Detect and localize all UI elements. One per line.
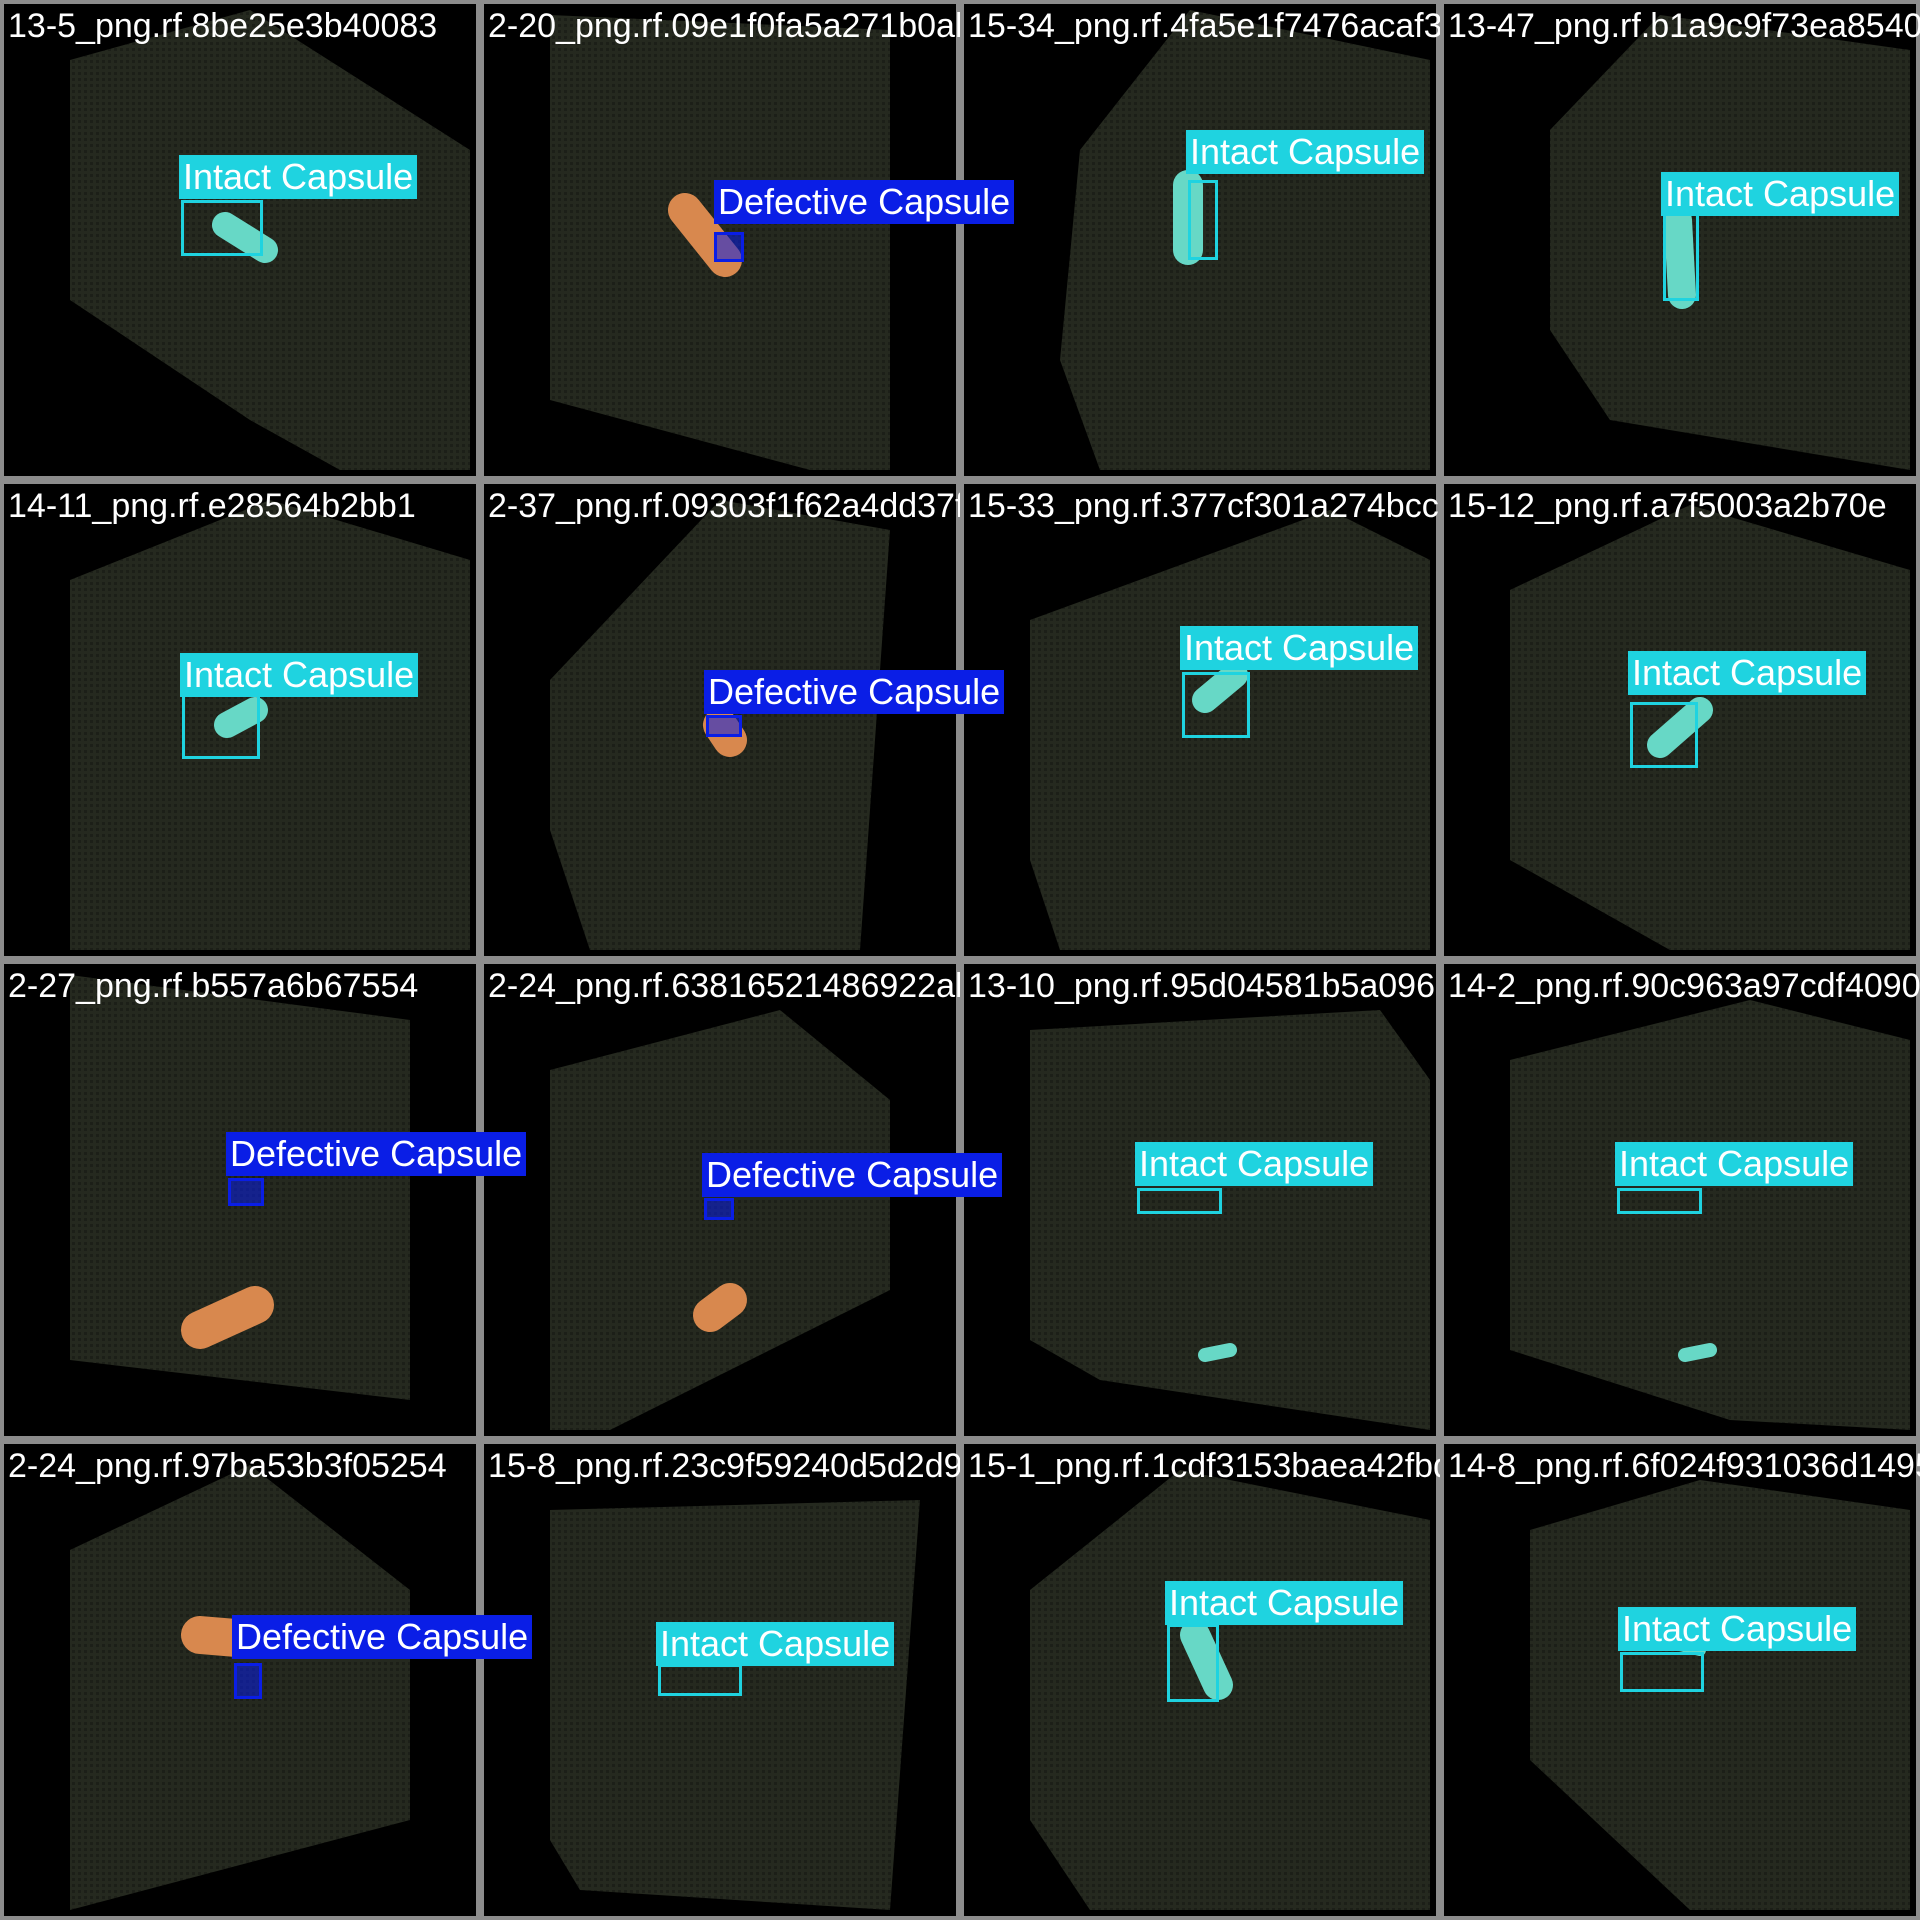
tile-photo [1030,1470,1430,1910]
fabric-background [1510,505,1910,950]
tile-filename: 15-33_png.rf.377cf301a274bcce9a4 [968,487,1440,525]
fabric-background [550,1500,920,1910]
bounding-box[interactable] [228,1178,264,1206]
tile-filename: 15-8_png.rf.23c9f59240d5d2d9436 [488,1447,960,1485]
fabric-background [1550,15,1910,470]
tile-filename: 15-34_png.rf.4fa5e1f7476acaf3e9b85 [968,7,1440,45]
tile-filename: 2-27_png.rf.b557a6b67554 [8,967,419,1005]
bounding-box[interactable] [706,715,742,737]
tile-filename: 14-2_png.rf.90c963a97cdf4090b [1448,967,1920,1005]
intact-capsule-object [1180,1620,1233,1700]
tile-photo [1030,1010,1430,1430]
tile-photo [70,500,470,950]
tile-photo [1550,15,1910,470]
tile-filename: 2-37_png.rf.09303f1f62a4dd37f1a59 [488,487,960,525]
tile-photo [70,10,470,470]
class-label: Intact Capsule [1628,651,1867,695]
class-label: Defective Capsule [232,1615,533,1659]
fabric-background [1530,1480,1910,1910]
intact-capsule-object [212,212,278,263]
fabric-background [1030,510,1430,950]
class-label: Intact Capsule [1615,1142,1854,1186]
tile-filename: 14-11_png.rf.e28564b2bb1 [8,487,416,525]
class-label: Intact Capsule [1165,1581,1404,1625]
image-tile[interactable]: 13-5_png.rf.8be25e3b40083 [0,0,480,480]
fabric-background [550,1010,890,1430]
tile-photo [1510,505,1910,950]
tile-filename: 2-24_png.rf.97ba53b3f05254 [8,1447,447,1485]
class-label: Defective Capsule [704,670,1005,714]
bounding-box[interactable] [1167,1624,1219,1702]
tile-photo [1030,510,1430,950]
bounding-box[interactable] [658,1664,742,1696]
class-label: Intact Capsule [180,653,419,697]
class-label: Intact Capsule [1135,1142,1374,1186]
image-tile[interactable]: 2-37_png.rf.09303f1f62a4dd37f1a59 [480,480,960,960]
image-tile[interactable]: 15-1_png.rf.1cdf3153baea42fbd [960,1440,1440,1920]
class-label: Defective Capsule [702,1153,1003,1197]
tile-filename: 15-12_png.rf.a7f5003a2b70e [1448,487,1887,525]
class-label: Intact Capsule [656,1622,895,1666]
class-label: Intact Capsule [179,155,418,199]
fabric-background [1030,1010,1430,1430]
class-label: Intact Capsule [1186,130,1425,174]
bounding-box[interactable] [1663,213,1699,301]
bounding-box[interactable] [1182,672,1250,738]
tile-filename: 2-24_png.rf.63816521486922abda [488,967,960,1005]
bounding-box[interactable] [714,232,744,262]
fabric-background [1060,10,1430,470]
class-label: Defective Capsule [226,1132,527,1176]
intact-capsule-object [1664,206,1696,309]
bounding-box[interactable] [704,1198,734,1220]
fabric-background [1510,1000,1910,1430]
intact-capsule-object [1198,1343,1237,1362]
bounding-box[interactable] [1137,1188,1222,1214]
image-tile[interactable]: 13-10_png.rf.95d04581b5a096 [960,960,1440,1440]
tile-photo [550,1010,890,1430]
tile-filename: 2-20_png.rf.09e1f0fa5a271b0abab1af7 [488,7,960,45]
tile-filename: 13-5_png.rf.8be25e3b40083 [8,7,438,45]
class-label: Defective Capsule [714,180,1015,224]
tile-filename: 14-8_png.rf.6f024f931036d1495 [1448,1447,1920,1485]
image-tile[interactable]: 15-33_png.rf.377cf301a274bcce9a4 [960,480,1440,960]
tile-filename: 13-10_png.rf.95d04581b5a096 [968,967,1435,1005]
image-tile[interactable]: 15-34_png.rf.4fa5e1f7476acaf3e9b85 [960,0,1440,480]
tile-filename: 15-1_png.rf.1cdf3153baea42fbd [968,1447,1440,1485]
intact-capsule-object [1192,662,1248,713]
defective-capsule-object [693,1283,747,1332]
image-tile[interactable]: 14-8_png.rf.6f024f931036d1495 [1440,1440,1920,1920]
bounding-box[interactable] [1188,180,1218,260]
class-label: Intact Capsule [1180,626,1419,670]
image-tile[interactable]: 15-12_png.rf.a7f5003a2b70e [1440,480,1920,960]
bounding-box[interactable] [1617,1188,1702,1214]
bounding-box[interactable] [1630,702,1698,768]
tile-filename: 13-47_png.rf.b1a9c9f73ea85407f8f [1448,7,1920,45]
bounding-box[interactable] [181,200,263,256]
bounding-box[interactable] [1620,1652,1704,1692]
intact-capsule-object [1647,697,1713,758]
tile-photo [1510,1000,1910,1430]
image-tile[interactable]: 14-2_png.rf.90c963a97cdf4090b [1440,960,1920,1440]
class-label: Intact Capsule [1661,172,1900,216]
class-label: Intact Capsule [1618,1607,1857,1651]
defective-capsule-object [181,1286,274,1349]
intact-capsule-object [214,697,268,738]
bounding-box[interactable] [234,1663,262,1699]
fabric-background [70,500,470,950]
image-tile[interactable]: 2-24_png.rf.63816521486922abda [480,960,960,1440]
image-tile[interactable]: 13-47_png.rf.b1a9c9f73ea85407f8f [1440,0,1920,480]
image-tile[interactable]: 15-8_png.rf.23c9f59240d5d2d9436 [480,1440,960,1920]
intact-capsule-object [1678,1343,1717,1362]
